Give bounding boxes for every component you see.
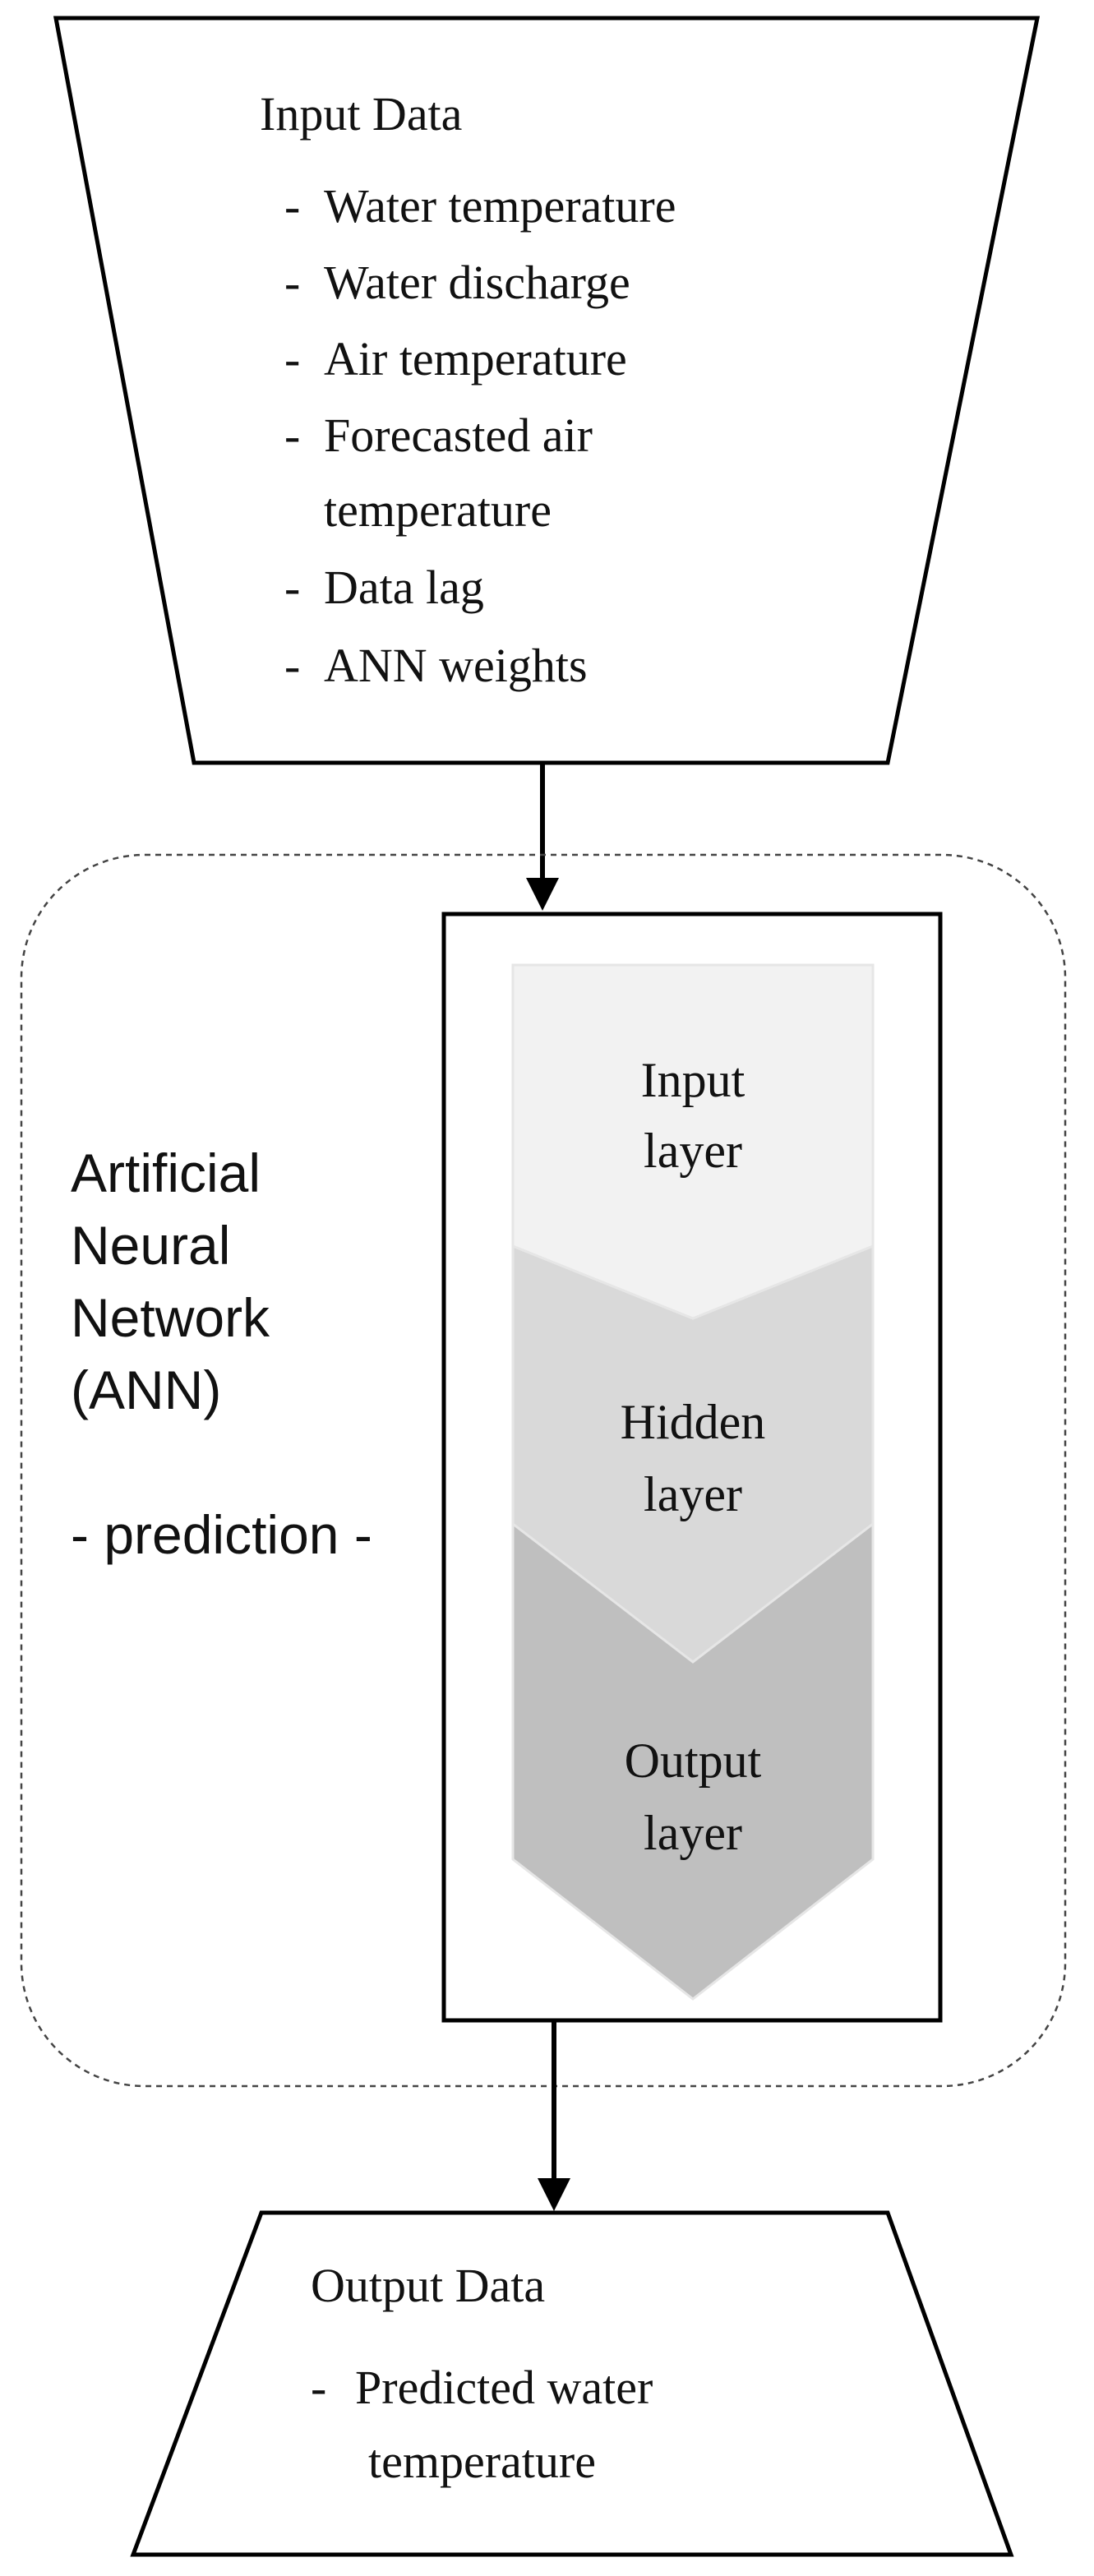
output-layer-label-line1: Output	[625, 1733, 762, 1788]
ann-layers-box: Input layer Hidden layer Output layer	[441, 912, 943, 2023]
ann-label-line-artificial: Artificial	[71, 1143, 261, 1203]
input-item-water-temperature: Water temperature	[324, 179, 676, 233]
output-item-bullet: -	[311, 2361, 326, 2414]
input-item-ann-weights: ANN weights	[324, 639, 588, 692]
arrow-input-to-ann	[526, 763, 559, 911]
input-data-block: Input Data - Water temperature - Water d…	[53, 16, 1041, 765]
input-item-forecasted-air-temperature-line1: Forecasted air	[324, 409, 593, 462]
output-layer-label-line2: layer	[644, 1806, 742, 1860]
input-item-bullet: -	[284, 256, 300, 309]
ann-label: Artificial Neural Network (ANN) - predic…	[71, 1143, 372, 1565]
input-data-title: Input Data	[260, 87, 462, 141]
ann-label-line-neural: Neural	[71, 1215, 230, 1276]
output-data-title: Output Data	[311, 2259, 545, 2312]
output-data-trapezoid	[130, 2210, 1014, 2557]
input-item-bullet: -	[284, 179, 300, 233]
ann-label-line-ann: (ANN)	[71, 1360, 221, 1420]
input-layer-chevron	[511, 963, 875, 1320]
input-item-forecasted-air-temperature-line2: temperature	[324, 483, 552, 537]
input-item-air-temperature: Air temperature	[324, 332, 627, 385]
input-data-trapezoid	[53, 16, 1041, 765]
hidden-layer-label-line2: layer	[644, 1467, 742, 1521]
input-item-data-lag: Data lag	[324, 561, 484, 614]
input-layer-label-line2: layer	[644, 1124, 742, 1178]
hidden-layer-label-line1: Hidden	[621, 1395, 766, 1449]
input-item-bullet: -	[284, 561, 300, 614]
arrow-input-to-ann-head	[526, 878, 559, 911]
output-data-block: Output Data - Predicted water temperatur…	[130, 2210, 1014, 2557]
arrow-ann-to-output	[538, 2020, 570, 2211]
input-item-bullet: -	[284, 332, 300, 385]
input-item-water-discharge: Water discharge	[324, 256, 630, 309]
ann-dashed-container	[20, 853, 1067, 2088]
input-item-bullet: -	[284, 639, 300, 692]
arrow-ann-to-output-head	[538, 2178, 570, 2211]
input-layer-label-line1: Input	[641, 1053, 745, 1107]
output-item-predicted-water-temperature-line1: Predicted water	[355, 2361, 653, 2414]
input-item-bullet: -	[284, 409, 300, 462]
ann-prediction-subtitle: - prediction -	[71, 1504, 372, 1565]
output-item-predicted-water-temperature-line2: temperature	[368, 2435, 596, 2488]
ann-label-line-network: Network	[71, 1287, 270, 1348]
